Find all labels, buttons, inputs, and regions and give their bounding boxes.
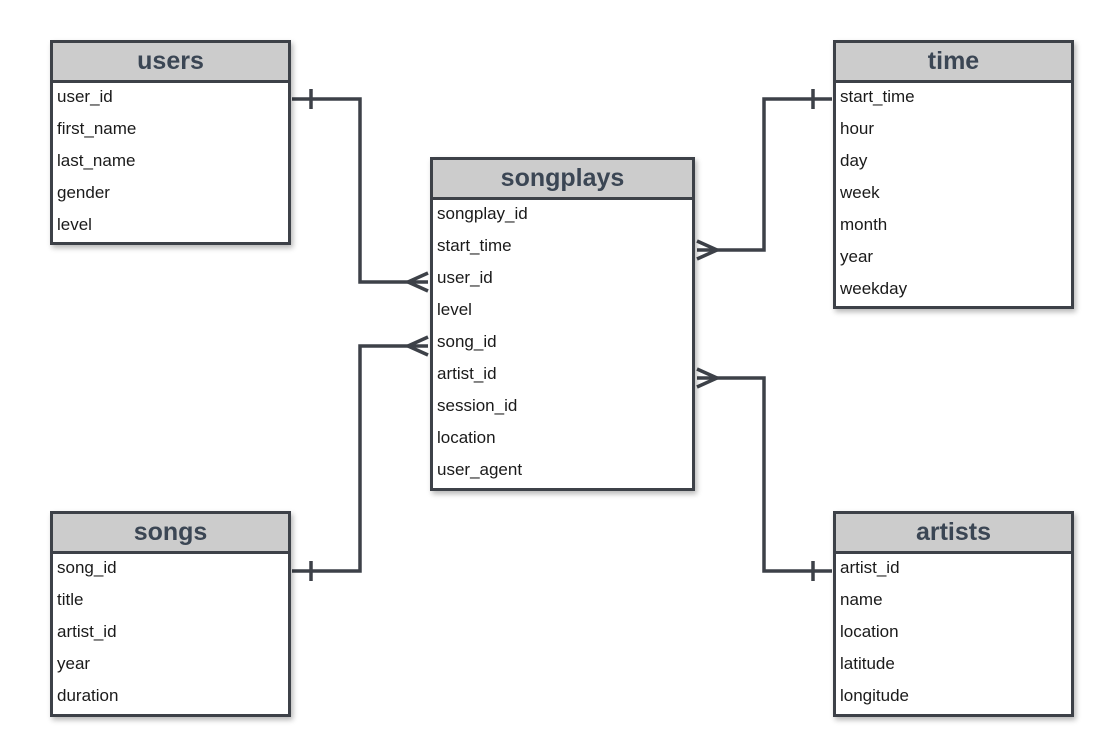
time-table[interactable]: time start_time hour day week month year… <box>833 40 1074 309</box>
songplays-table-title: songplays <box>433 160 692 200</box>
many-marker <box>696 367 722 389</box>
users-field-user-id[interactable]: user_id <box>57 87 113 106</box>
songs-field-year[interactable]: year <box>57 654 91 673</box>
songs-field-artist-id[interactable]: artist_id <box>57 622 117 641</box>
users-table[interactable]: users user_id first_name last_name gende… <box>50 40 291 245</box>
songplays-field-location[interactable]: location <box>437 428 496 447</box>
songplays-field-user-agent[interactable]: user_agent <box>437 460 523 479</box>
songs-field-title[interactable]: title <box>57 590 84 609</box>
artists-field-latitude[interactable]: latitude <box>840 654 895 673</box>
artists-table[interactable]: artists artist_id name location latitude… <box>833 511 1074 717</box>
time-field-week[interactable]: week <box>840 183 880 202</box>
time-field-day[interactable]: day <box>840 151 868 170</box>
many-marker <box>696 239 722 261</box>
songplays-field-user-id[interactable]: user_id <box>437 268 493 287</box>
artists-field-name[interactable]: name <box>840 590 883 609</box>
songs-table-title: songs <box>53 514 288 554</box>
many-marker <box>403 271 429 293</box>
songs-field-song-id[interactable]: song_id <box>57 558 117 577</box>
songs-field-duration[interactable]: duration <box>57 686 119 705</box>
time-field-weekday[interactable]: weekday <box>840 279 908 298</box>
songplays-table[interactable]: songplays songplay_id start_time user_id… <box>430 157 695 491</box>
songplays-field-artist-id[interactable]: artist_id <box>437 364 497 383</box>
songs-table[interactable]: songs song_id title artist_id year durat… <box>50 511 291 717</box>
connector-line <box>292 97 428 284</box>
artists-field-artist-id[interactable]: artist_id <box>840 558 900 577</box>
songplays-field-songplay-id[interactable]: songplay_id <box>437 204 528 223</box>
users-field-gender[interactable]: gender <box>57 183 110 202</box>
time-field-start-time[interactable]: start_time <box>840 87 915 106</box>
songplays-field-session-id[interactable]: session_id <box>437 396 518 415</box>
songplays-field-level[interactable]: level <box>437 300 472 319</box>
time-table-title: time <box>836 43 1071 83</box>
time-field-month[interactable]: month <box>840 215 888 234</box>
connector-time-songplays <box>696 89 832 261</box>
connector-users-songplays <box>292 89 429 293</box>
connector-line <box>697 97 832 252</box>
users-field-first-name[interactable]: first_name <box>57 119 137 138</box>
artists-field-location[interactable]: location <box>840 622 899 641</box>
connector-line <box>292 344 428 573</box>
connector-line <box>697 376 832 573</box>
time-field-hour[interactable]: hour <box>840 119 875 138</box>
many-marker <box>403 335 429 357</box>
users-field-last-name[interactable]: last_name <box>57 151 136 170</box>
connector-artists-songplays <box>696 367 832 581</box>
songplays-field-start-time[interactable]: start_time <box>437 236 512 255</box>
artists-field-longitude[interactable]: longitude <box>840 686 910 705</box>
time-field-year[interactable]: year <box>840 247 874 266</box>
connector-songs-songplays <box>292 335 429 581</box>
artists-table-title: artists <box>836 514 1071 554</box>
users-field-level[interactable]: level <box>57 215 92 234</box>
users-table-title: users <box>53 43 288 83</box>
songplays-field-song-id[interactable]: song_id <box>437 332 497 351</box>
